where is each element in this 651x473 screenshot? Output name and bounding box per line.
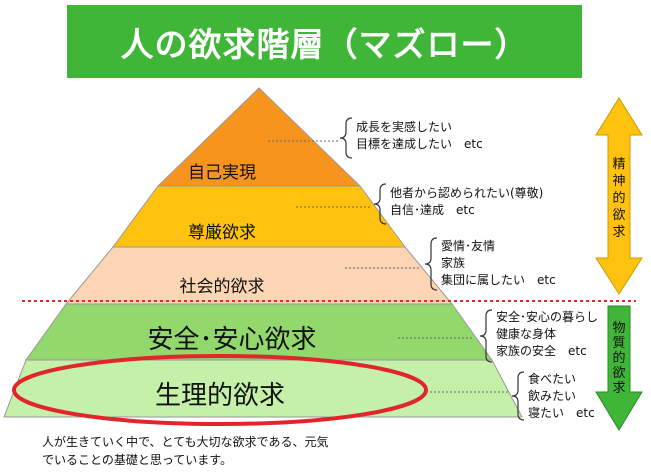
note-line: 他者から認められたい(尊敬) [390,185,543,200]
note-line: 飲みたい [528,388,576,403]
note-line: 健康な身体 [496,326,556,341]
tier-label-esteem: 尊厳欲求 [188,223,256,243]
note-line: 目標を達成したい etc [356,137,483,151]
arrow-label-char: 欲 [612,365,625,381]
double-arrow-icon [595,97,643,295]
note-line: 食べたい [528,371,576,386]
tier-self-actualization-band [156,87,362,187]
tier-label-physiological: 生理的欲求 [155,381,285,411]
note-line: 愛情･友情 [441,239,495,253]
note-line: 安全･安心の暮らし [496,309,598,324]
note-line: 自信･達成 etc [390,203,475,217]
caption-text: 人が生きていく中で、とても大切な欲求である、元気 でいることの基礎と思っています… [42,435,329,467]
note-line: 寝たい etc [528,405,595,420]
note-line: 家族の安全 etc [496,343,587,358]
title-banner: 人の欲求階層（マズロー） [67,5,582,78]
note-esteem: 他者から認められたい(尊敬) 自信･達成 etc [390,185,543,217]
arrow-label-char: 神 [612,174,625,189]
arrow-label-char: 欲 [612,207,625,223]
brace [479,309,493,363]
down-arrow-icon [595,305,643,431]
tier-label-self-actualization: 自己実現 [188,163,256,183]
tier-label-safety: 安全･安心欲求 [147,325,316,355]
arrow-label-char: 的 [612,350,625,366]
arrow-label-char: 求 [612,225,625,240]
brace [373,183,387,225]
note-line: 家族 [441,255,465,270]
tier-label-social: 社会的欲求 [180,277,265,297]
arrow-label-char: 求 [612,381,625,396]
brace [511,371,525,421]
arrow-label-char: 物 [612,321,625,336]
brace [339,117,353,159]
arrow-label-char: 的 [612,190,625,206]
highlight-ellipse [12,354,428,426]
note-line: 成長を実感したい [356,119,452,134]
arrow-label-char: 質 [612,336,625,351]
tier-esteem-band [112,185,406,248]
arrow-label-char: 精 [612,157,625,172]
brace [424,237,438,291]
note-line: 集団に属したい etc [441,272,556,287]
slide-title: 人の欲求階層（マズロー） [120,24,529,64]
